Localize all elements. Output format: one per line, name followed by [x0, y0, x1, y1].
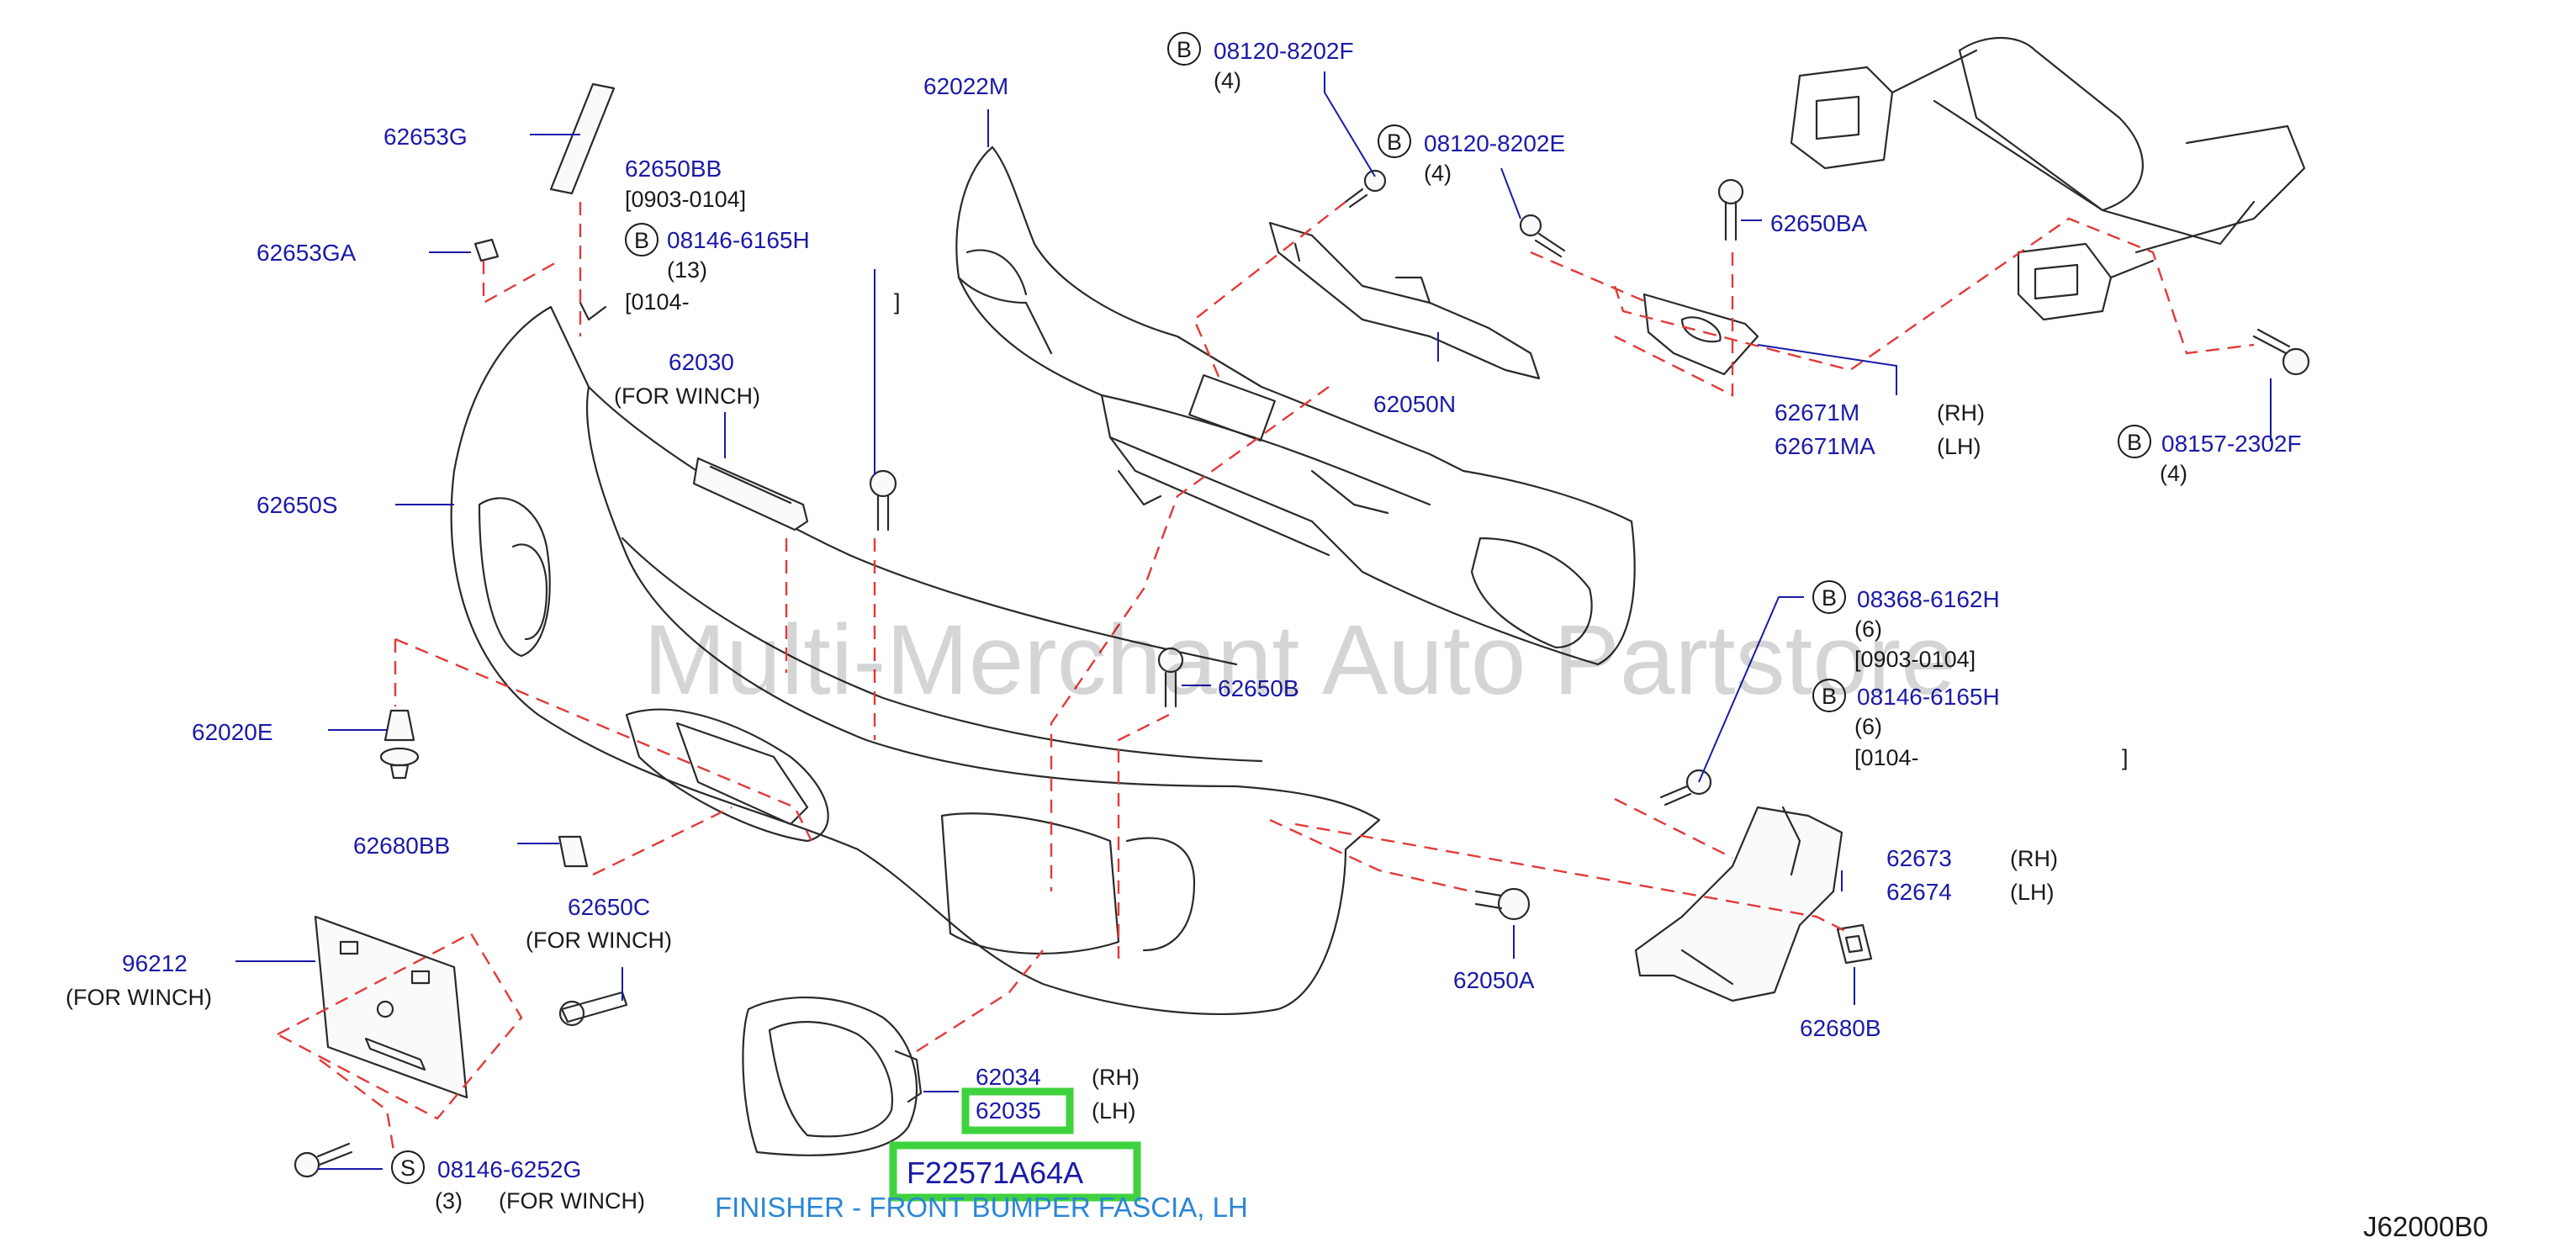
strip-62653G-drawing[interactable]	[549, 82, 616, 195]
label-62671M[interactable]: 62671M	[1775, 399, 1859, 426]
label-62680BB[interactable]: 62680BB	[353, 833, 450, 859]
license-bracket-96212-drawing[interactable]	[314, 915, 468, 1099]
side-62671M: (RH)	[1937, 400, 1985, 426]
part-caption: FINISHER - FRONT BUMPER FASCIA, LH	[715, 1192, 1248, 1223]
circle-markers: B B B B B B S	[391, 32, 2151, 1184]
side-62673: (RH)	[2010, 846, 2058, 871]
label-62022M[interactable]: 62022M	[923, 73, 1008, 99]
label-62674[interactable]: 62674	[1886, 879, 1952, 905]
qty-08368-6162H: (6)	[1854, 616, 1882, 642]
clip-62653GA-drawing[interactable]	[473, 238, 500, 262]
watermark: Multi-Merchant Auto Partstore	[643, 605, 1956, 716]
bumper-fascia-drawing[interactable]	[450, 301, 1381, 1015]
clip-62050A[interactable]	[1474, 887, 1531, 921]
part-labels: 62653G 62653GA 62650BB [0903-0104] 08146…	[66, 38, 2302, 1214]
label-62650S[interactable]: 62650S	[257, 492, 338, 518]
label-62034[interactable]: 62034	[976, 1064, 1041, 1090]
svg-text:B: B	[1822, 684, 1837, 709]
range-08368-6162H: [0903-0104]	[1854, 647, 1976, 672]
bumper-reinforcement-drawing[interactable]	[955, 145, 1636, 666]
bolt-08146-6165H-top[interactable]	[869, 469, 897, 531]
range-close-08146-6165H-b: ]	[2122, 745, 2129, 770]
label-62680B[interactable]: 62680B	[1800, 1015, 1881, 1041]
side-62671MA: (LH)	[1937, 434, 1981, 459]
label-62653GA[interactable]: 62653GA	[257, 240, 357, 266]
fog-finisher-drawing[interactable]	[742, 996, 923, 1156]
bolt-08146-6252G[interactable]	[294, 1142, 353, 1178]
svg-text:S: S	[400, 1155, 415, 1181]
winch-cover-62030-drawing[interactable]	[692, 457, 809, 531]
clip-62680BB[interactable]	[558, 835, 589, 868]
label-08368-6162H[interactable]: 08368-6162H	[1857, 586, 2000, 612]
leader-lines	[235, 71, 2272, 1170]
label-62650B[interactable]: 62650B	[1218, 675, 1299, 701]
label-62650BB[interactable]: 62650BB	[625, 156, 722, 182]
label-62650C[interactable]: 62650C	[568, 894, 650, 920]
label-62653G[interactable]: 62653G	[383, 124, 468, 150]
range-open-08146-6165H-b: [0104-	[1854, 745, 1919, 770]
label-62050N[interactable]: 62050N	[1373, 391, 1456, 417]
side-62034: (RH)	[1092, 1065, 1140, 1090]
highlight-box-62035	[961, 1087, 1074, 1134]
qty-08120-8202E: (4)	[1424, 161, 1452, 186]
note-96212: (FOR WINCH)	[66, 985, 212, 1010]
svg-text:B: B	[1822, 585, 1837, 611]
bolt-62650B[interactable]	[1157, 647, 1184, 708]
diagram-code: J62000B0	[2363, 1211, 2489, 1242]
range-close-08146-6165H-a: ]	[894, 289, 901, 315]
label-08146-6165H-b[interactable]: 08146-6165H	[1857, 684, 2000, 710]
label-08120-8202E[interactable]: 08120-8202E	[1424, 130, 1565, 156]
clip-62680B[interactable]	[1836, 923, 1873, 965]
highlight-box-part	[889, 1141, 1141, 1202]
clip-62650C[interactable]	[558, 991, 628, 1027]
qty-08146-6165H-a: (13)	[667, 257, 707, 283]
note-62650C: (FOR WINCH)	[526, 928, 672, 953]
label-62020E[interactable]: 62020E	[192, 719, 273, 745]
assembly-guides	[277, 201, 2255, 1161]
side-62674: (LH)	[2010, 880, 2055, 905]
label-62035[interactable]: 62035	[976, 1097, 1041, 1124]
note-08146-6252G: (FOR WINCH)	[499, 1188, 645, 1214]
bracket-62050N-drawing[interactable]	[1268, 221, 1541, 380]
qty-08120-8202F: (4)	[1214, 68, 1241, 93]
side-62035: (LH)	[1092, 1098, 1136, 1124]
label-08120-8202F[interactable]: 08120-8202F	[1214, 38, 1354, 64]
label-62050A[interactable]: 62050A	[1453, 967, 1535, 993]
qty-08146-6252G: (3)	[435, 1188, 463, 1214]
clip-62020E[interactable]	[379, 709, 420, 780]
svg-text:B: B	[634, 228, 649, 253]
svg-text:B: B	[2127, 430, 2142, 455]
label-08146-6165H-a[interactable]: 08146-6165H	[667, 227, 810, 253]
bolt-08120-8202E[interactable]	[1519, 214, 1566, 258]
label-62673[interactable]: 62673	[1886, 845, 1952, 871]
svg-text:B: B	[1177, 37, 1192, 62]
qty-08146-6165H-b: (6)	[1854, 714, 1882, 739]
label-08157-2302F[interactable]: 08157-2302F	[2161, 431, 2302, 457]
side-bracket-62671M-drawing[interactable]	[1642, 293, 1759, 376]
frame-member-drawing[interactable]	[1790, 37, 2306, 321]
fender-protector-drawing[interactable]	[1634, 806, 1843, 1002]
qty-08157-2302F: (4)	[2160, 461, 2187, 486]
bolt-08368-6162H[interactable]	[1659, 769, 1712, 806]
label-62030[interactable]: 62030	[669, 349, 734, 375]
bolt-62650BA[interactable]	[1717, 178, 1744, 241]
label-62671MA[interactable]: 62671MA	[1775, 433, 1875, 459]
bolt-08157-2302F[interactable]	[2252, 328, 2310, 376]
label-96212[interactable]: 96212	[122, 950, 188, 976]
range-62650BB: [0903-0104]	[625, 187, 746, 212]
range-open-08146-6165H-a: [0104-	[625, 289, 690, 315]
label-62650BA[interactable]: 62650BA	[1770, 210, 1868, 236]
label-08146-6252G[interactable]: 08146-6252G	[437, 1156, 581, 1182]
note-62030: (FOR WINCH)	[614, 383, 760, 409]
highlight-part-number[interactable]: F22571A64A	[907, 1155, 1083, 1190]
bolt-08120-8202F[interactable]	[1344, 169, 1387, 209]
svg-text:B: B	[1387, 130, 1402, 155]
